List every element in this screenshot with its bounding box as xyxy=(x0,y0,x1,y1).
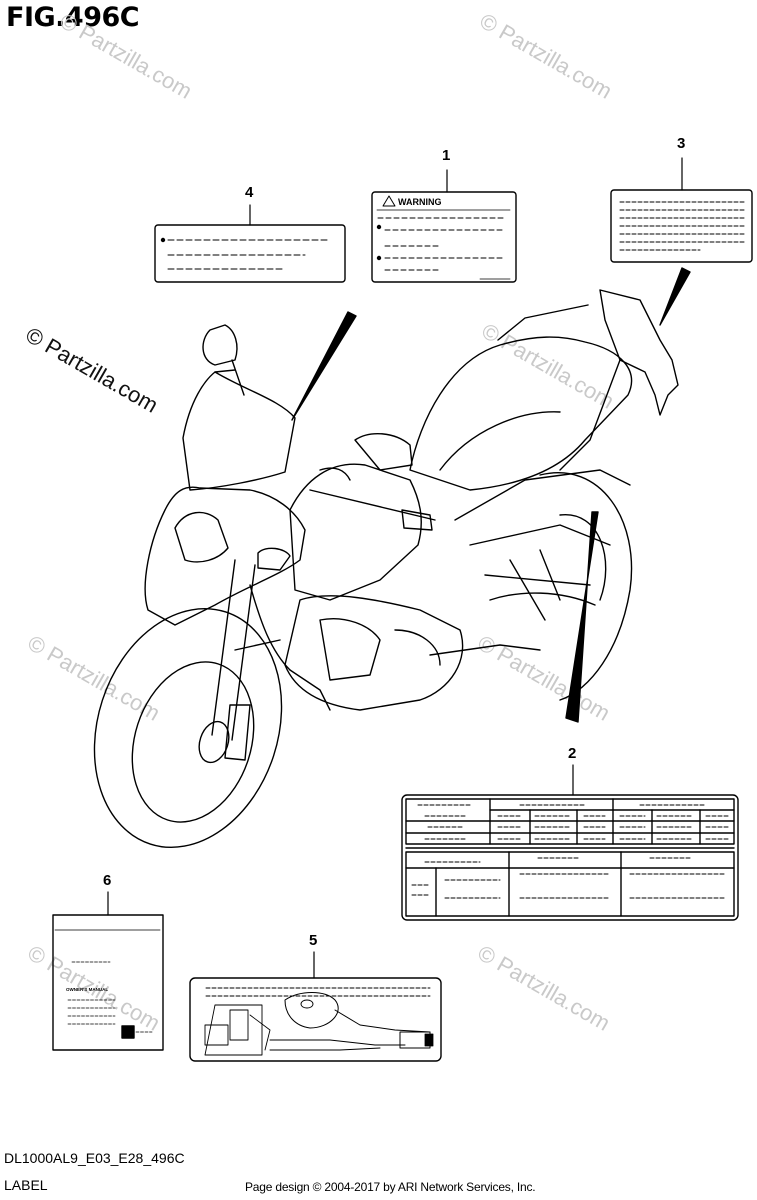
callout-4: 4 xyxy=(245,184,254,201)
label-2-table xyxy=(401,794,739,921)
callout-5: 5 xyxy=(309,932,318,949)
copyright-notice: Page design © 2004-2017 by ARI Network S… xyxy=(245,1180,536,1194)
motorcycle-illustration xyxy=(93,289,679,849)
label-5-routing xyxy=(189,977,442,1062)
section-name: LABEL xyxy=(4,1177,48,1193)
callout-1: 1 xyxy=(442,147,451,164)
label-1-warning xyxy=(371,191,517,283)
callout-6: 6 xyxy=(103,872,112,889)
leader-arrow-3 xyxy=(659,267,691,326)
label-4 xyxy=(154,224,346,283)
figure-code: DL1000AL9_E03_E28_496C xyxy=(4,1150,185,1166)
callout-2: 2 xyxy=(568,745,577,762)
owners-manual-text: OWNER'S MANUAL xyxy=(66,987,108,992)
figure-title: FIG.496C xyxy=(6,2,140,33)
leader-arrows xyxy=(291,267,691,723)
leader-arrow-4 xyxy=(291,311,357,421)
label-6-owners-manual xyxy=(52,914,164,1051)
label-3 xyxy=(610,189,753,263)
callout-3: 3 xyxy=(677,135,686,152)
leader-arrow-2 xyxy=(565,511,599,723)
warning-heading: WARNING xyxy=(398,197,442,207)
